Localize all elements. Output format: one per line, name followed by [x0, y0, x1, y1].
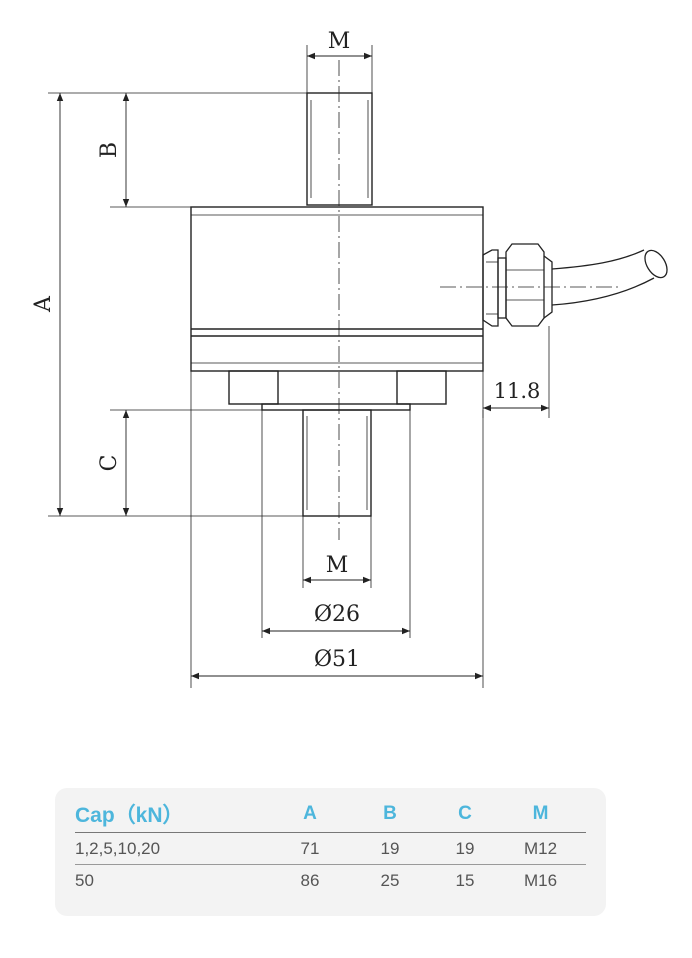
table-row: 1,2,5,10,20 71 19 19 M12 — [75, 832, 586, 865]
cell-a: 71 — [275, 832, 345, 865]
header-c: C — [435, 796, 495, 833]
bottom-boss — [261, 403, 411, 411]
dim-label-m-bottom: M — [326, 553, 349, 578]
cell-cap: 50 — [75, 870, 94, 890]
dim-label-offset: 11.8 — [494, 379, 541, 403]
top-thread-stud — [306, 92, 373, 206]
header-b: B — [345, 796, 435, 833]
cell-cap: 1,2,5,10,20 — [75, 832, 275, 865]
spec-table-panel: Cap（kN） A B C M 1,2,5,10,20 71 19 19 M12… — [55, 788, 606, 916]
header-cap: Cap（kN） — [75, 796, 275, 833]
dim-label-c: C — [97, 455, 122, 472]
bottom-lug-left — [228, 370, 279, 405]
extension-lines — [48, 45, 550, 688]
sensor-body — [190, 92, 484, 517]
bottom-lug-right — [396, 370, 447, 405]
table-row: 50 86 25 15 M16 — [75, 865, 586, 897]
cell-a: 86 — [300, 870, 320, 890]
cell-b: 25 — [380, 870, 400, 890]
cell-b: 19 — [345, 832, 435, 865]
dimension-lines — [56, 52, 549, 680]
header-a: A — [275, 796, 345, 833]
dim-label-a: A — [31, 295, 56, 313]
center-lines — [338, 60, 620, 540]
spec-table-header: Cap（kN） A B C M — [75, 796, 586, 833]
load-cell-drawing: M B A C M Ø26 Ø51 11.8 — [31, 29, 668, 688]
bottom-thread-stud — [302, 409, 372, 517]
cell-m: M12 — [495, 832, 586, 865]
dim-label-m-top: M — [328, 29, 351, 54]
cell-m: M16 — [523, 870, 558, 890]
dim-label-dia-outer: Ø51 — [314, 647, 360, 672]
dim-label-dia-inner: Ø26 — [314, 602, 360, 627]
cell-c: 19 — [435, 832, 495, 865]
cable — [551, 249, 668, 306]
cell-c: 15 — [455, 870, 475, 890]
cable-gland — [482, 243, 553, 327]
main-housing — [190, 206, 484, 372]
header-m: M — [495, 796, 586, 833]
dim-label-b: B — [97, 142, 122, 158]
spec-table: Cap（kN） A B C M 1,2,5,10,20 71 19 19 M12… — [75, 796, 586, 896]
